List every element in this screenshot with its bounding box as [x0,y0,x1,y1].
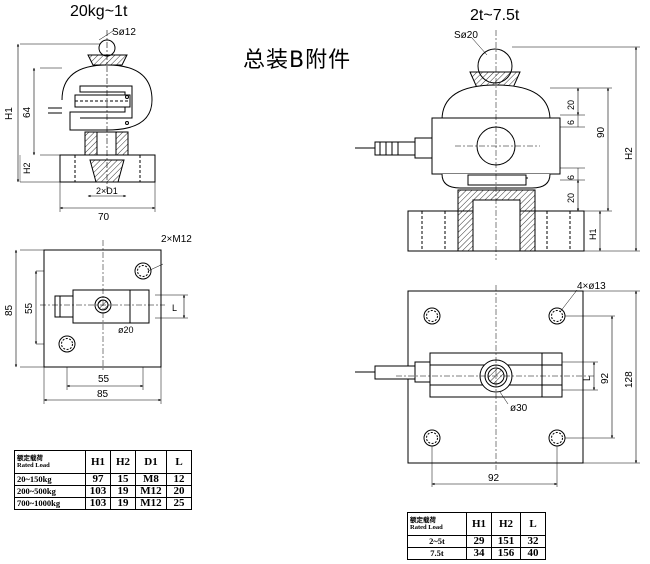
right-title: 2t~7.5t [470,7,520,24]
sensor-body [72,289,150,324]
right-top-view [355,285,640,487]
main-title: 总装B附件 [243,48,352,73]
table-row: 7.5t 34 156 40 [407,547,546,560]
dim-6-lower: 6 [566,175,576,180]
cell-h2: 19 [110,497,136,510]
dim-90: 90 [596,126,607,138]
column-header: L [520,512,546,536]
column-header: L [166,450,192,474]
dim-55-vertical: 55 [24,302,35,314]
cell-l: 12 [166,473,192,486]
dim-55-horizontal: 55 [98,374,110,385]
cell-h2: 15 [110,473,136,486]
dim-l-left: L [172,303,177,313]
table-row: 200~500kg 103 19 M12 20 [14,485,192,498]
cell-h1: 103 [85,485,111,498]
dim-dia-20: ø20 [118,325,134,335]
table-header-row: 额定载荷 Rated Load H1 H2 L [407,512,546,536]
header-label-en: Rated Load [410,524,443,531]
dim-h2: H2 [22,162,32,174]
dim-20-upper: 20 [566,100,576,110]
cell-h2: 19 [110,485,136,498]
table-header-row: 额定载荷 Rated Load H1 H2 D1 L [14,450,192,474]
dim-holes-2xm12: 2×M12 [161,234,192,245]
dim-85-vertical: 85 [4,304,15,316]
column-header: H1 [466,512,492,536]
dim-h1-right: H1 [588,228,598,240]
header-label-cn: 额定载荷 [17,455,43,462]
header-rated-load: 额定载荷 Rated Load [407,512,467,536]
column-header: D1 [135,450,167,474]
cell-d1: M8 [135,473,167,486]
cell-l: 20 [166,485,192,498]
column-header: H2 [110,450,136,474]
dim-92-horizontal: 92 [488,473,500,484]
header-label-cn: 额定载荷 [410,517,436,524]
cell-d1: M12 [135,485,167,498]
cell-h1: 34 [466,547,492,560]
cell-d1: M12 [135,497,167,510]
cell-h2: 151 [491,535,521,548]
dim-l-right: L [582,376,592,381]
spec-table-large: 额定载荷 Rated Load H1 H2 L 2~5t 29 151 32 7… [407,512,546,560]
dim-holes-4xo13: 4×ø13 [577,281,606,292]
table-row: 2~5t 29 151 32 [407,535,546,548]
row-load: 20~150kg [14,473,86,486]
right-front-view [355,30,640,260]
dim-d1: 2×D1 [96,186,118,196]
left-front-view [16,30,156,212]
dim-width-70: 70 [98,212,110,223]
dim-ball-dia-large: Sø20 [454,30,478,41]
row-load: 700~1000kg [14,497,86,510]
row-load: 7.5t [407,547,467,560]
cell-l: 32 [520,535,546,548]
cell-l: 25 [166,497,192,510]
row-load: 2~5t [407,535,467,548]
cable-gland [374,141,416,156]
spec-table-small: 额定载荷 Rated Load H1 H2 D1 L 20~150kg 97 1… [14,450,192,510]
table-row: 700~1000kg 103 19 M12 25 [14,497,192,510]
dim-92-vertical: 92 [600,372,611,384]
top-cap-section [87,54,128,66]
cell-h1: 29 [466,535,492,548]
dim-6-upper: 6 [566,120,576,125]
dim-128: 128 [624,371,635,388]
dim-dia-30: ø30 [510,403,528,414]
cell-h1: 97 [85,473,111,486]
dim-h2-right: H2 [624,147,635,160]
row-load: 200~500kg [14,485,86,498]
cell-h1: 103 [85,497,111,510]
dim-20-lower: 20 [566,193,576,203]
cell-l: 40 [520,547,546,560]
left-title: 20kg~1t [70,3,128,20]
dim-h1: H1 [4,107,15,120]
dim-85-horizontal: 85 [97,389,109,400]
dim-ball-dia: Sø12 [112,27,136,38]
header-rated-load: 额定载荷 Rated Load [14,450,86,474]
dim-64: 64 [22,106,33,118]
header-label-en: Rated Load [17,462,50,469]
cell-h2: 156 [491,547,521,560]
column-header: H1 [85,450,111,474]
left-top-view [14,240,188,404]
table-row: 20~150kg 97 15 M8 12 [14,473,192,486]
column-header: H2 [491,512,521,536]
